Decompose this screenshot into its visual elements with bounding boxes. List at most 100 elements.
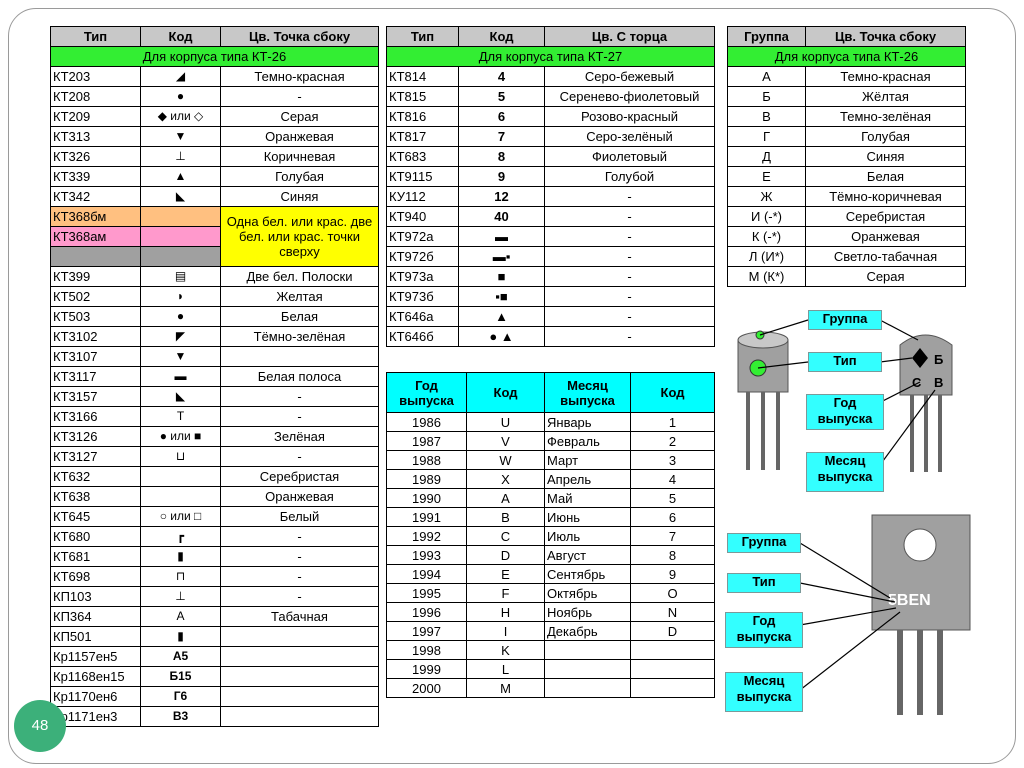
- col-header-type: Тип: [386, 26, 459, 47]
- table-row: КТ209◆ или ◇Серая: [50, 106, 379, 127]
- end-color-cell: Сереневo-фиолетовый: [544, 86, 715, 107]
- group-cell: Д: [727, 146, 806, 167]
- transistor-marking-diagram: Б С В 5BEN: [737, 319, 971, 715]
- color-cell: -: [220, 406, 379, 427]
- merged-note-cell: Одна бел. или крас. две бел. или крас. т…: [220, 206, 379, 267]
- type-cell: КТ698: [50, 566, 141, 587]
- year-code-cell: U: [466, 412, 545, 432]
- color-cell: [220, 626, 379, 647]
- year-cell: 1999: [386, 659, 467, 679]
- year-code-cell: X: [466, 469, 545, 489]
- code-symbol-cell: ▲: [140, 166, 221, 187]
- table-row: КП103⊥-: [50, 586, 379, 607]
- table-row: КТ3126● или ■Зелёная: [50, 426, 379, 447]
- callout-type-bottom: Тип: [727, 573, 801, 593]
- month-code-cell: 3: [630, 450, 715, 470]
- type-cell: КТ203: [50, 66, 141, 87]
- color-cell: [220, 666, 379, 687]
- end-color-cell: -: [544, 186, 715, 207]
- group-cell: Е: [727, 166, 806, 187]
- color-cell: Тёмно-зелёная: [220, 326, 379, 347]
- type-cell: КТ814: [386, 66, 459, 87]
- year-code-cell: L: [466, 659, 545, 679]
- col-header-year-code: Код: [466, 372, 545, 413]
- color-cell: Белый: [220, 506, 379, 527]
- color-cell: Серебристая: [220, 466, 379, 487]
- month-cell: Ноябрь: [544, 602, 631, 622]
- color-cell: [220, 686, 379, 707]
- color-cell: Белая полоса: [220, 366, 379, 387]
- table-row: КТ342◣Синяя: [50, 186, 379, 207]
- type-cell: КТ502: [50, 286, 141, 307]
- end-color-cell: Серо-бежевый: [544, 66, 715, 87]
- end-color-cell: -: [544, 206, 715, 227]
- end-color-cell: Фиолетовый: [544, 146, 715, 167]
- end-color-cell: -: [544, 266, 715, 287]
- month-cell: Сентябрь: [544, 564, 631, 584]
- transistor-code-table-kt26: Тип Код Цв. Точка сбоку Для корпуса типа…: [50, 26, 379, 727]
- type-cell: КТ816: [386, 106, 459, 127]
- month-cell: Июнь: [544, 507, 631, 527]
- end-color-cell: -: [544, 286, 715, 307]
- code-symbol-cell: А5: [140, 646, 221, 667]
- month-cell: Март: [544, 450, 631, 470]
- code-symbol-cell: ◗: [140, 286, 221, 307]
- code-symbol-cell: ●: [140, 306, 221, 327]
- color-cell: Серая: [220, 106, 379, 127]
- month-code-cell: D: [630, 621, 715, 641]
- code-cell: 7: [458, 126, 545, 147]
- code-symbol-cell: ⊓: [140, 566, 221, 587]
- table-row: КТ502◗Желтая: [50, 286, 379, 307]
- color-cell: Оранжевая: [220, 486, 379, 507]
- color-cell: Темно-красная: [805, 66, 966, 87]
- group-cell: А: [727, 66, 806, 87]
- code-symbol-cell: Б15: [140, 666, 221, 687]
- year-code-cell: K: [466, 640, 545, 660]
- table-row: КТ646б● ▲-: [386, 326, 715, 347]
- kt26-transistor-left: [737, 330, 789, 470]
- color-cell: -: [220, 86, 379, 107]
- group-cell: В: [727, 106, 806, 127]
- month-code-cell: 4: [630, 469, 715, 489]
- col-header-end-color: Цв. С торца: [544, 26, 715, 47]
- color-cell: -: [220, 566, 379, 587]
- year-code-cell: M: [466, 678, 545, 698]
- code-symbol-cell: ◣: [140, 186, 221, 207]
- callout-group-bottom: Группа: [727, 533, 801, 553]
- type-cell: КТ503: [50, 306, 141, 327]
- code-symbol-cell: ▤: [140, 266, 221, 287]
- callout-year-top: Год выпуска: [806, 394, 884, 430]
- type-cell: КТ209: [50, 106, 141, 127]
- table-row: КТ503●Белая: [50, 306, 379, 327]
- page-number: 48: [14, 700, 66, 752]
- code-symbol-cell: Г6: [140, 686, 221, 707]
- col-header-code: Код: [458, 26, 545, 47]
- code-cell: 40: [458, 206, 545, 227]
- year-code-cell: W: [466, 450, 545, 470]
- code-symbol-cell: ⊥: [140, 146, 221, 167]
- callout-month-top: Месяц выпуска: [806, 452, 884, 492]
- table-row: КТ973б▪■-: [386, 286, 715, 307]
- table-row: КТ681▮-: [50, 546, 379, 567]
- group-cell: Б: [727, 86, 806, 107]
- color-cell: Жёлтая: [805, 86, 966, 107]
- group-cell: И (-*): [727, 206, 806, 227]
- color-cell: -: [220, 526, 379, 547]
- year-cell: 1994: [386, 564, 467, 584]
- color-cell: Белая: [220, 306, 379, 327]
- table-row: КТ399▤Две бел. Полоски: [50, 266, 379, 287]
- code-cell: 4: [458, 66, 545, 87]
- year-cell: 1992: [386, 526, 467, 546]
- code-cell: ▪■: [458, 286, 545, 307]
